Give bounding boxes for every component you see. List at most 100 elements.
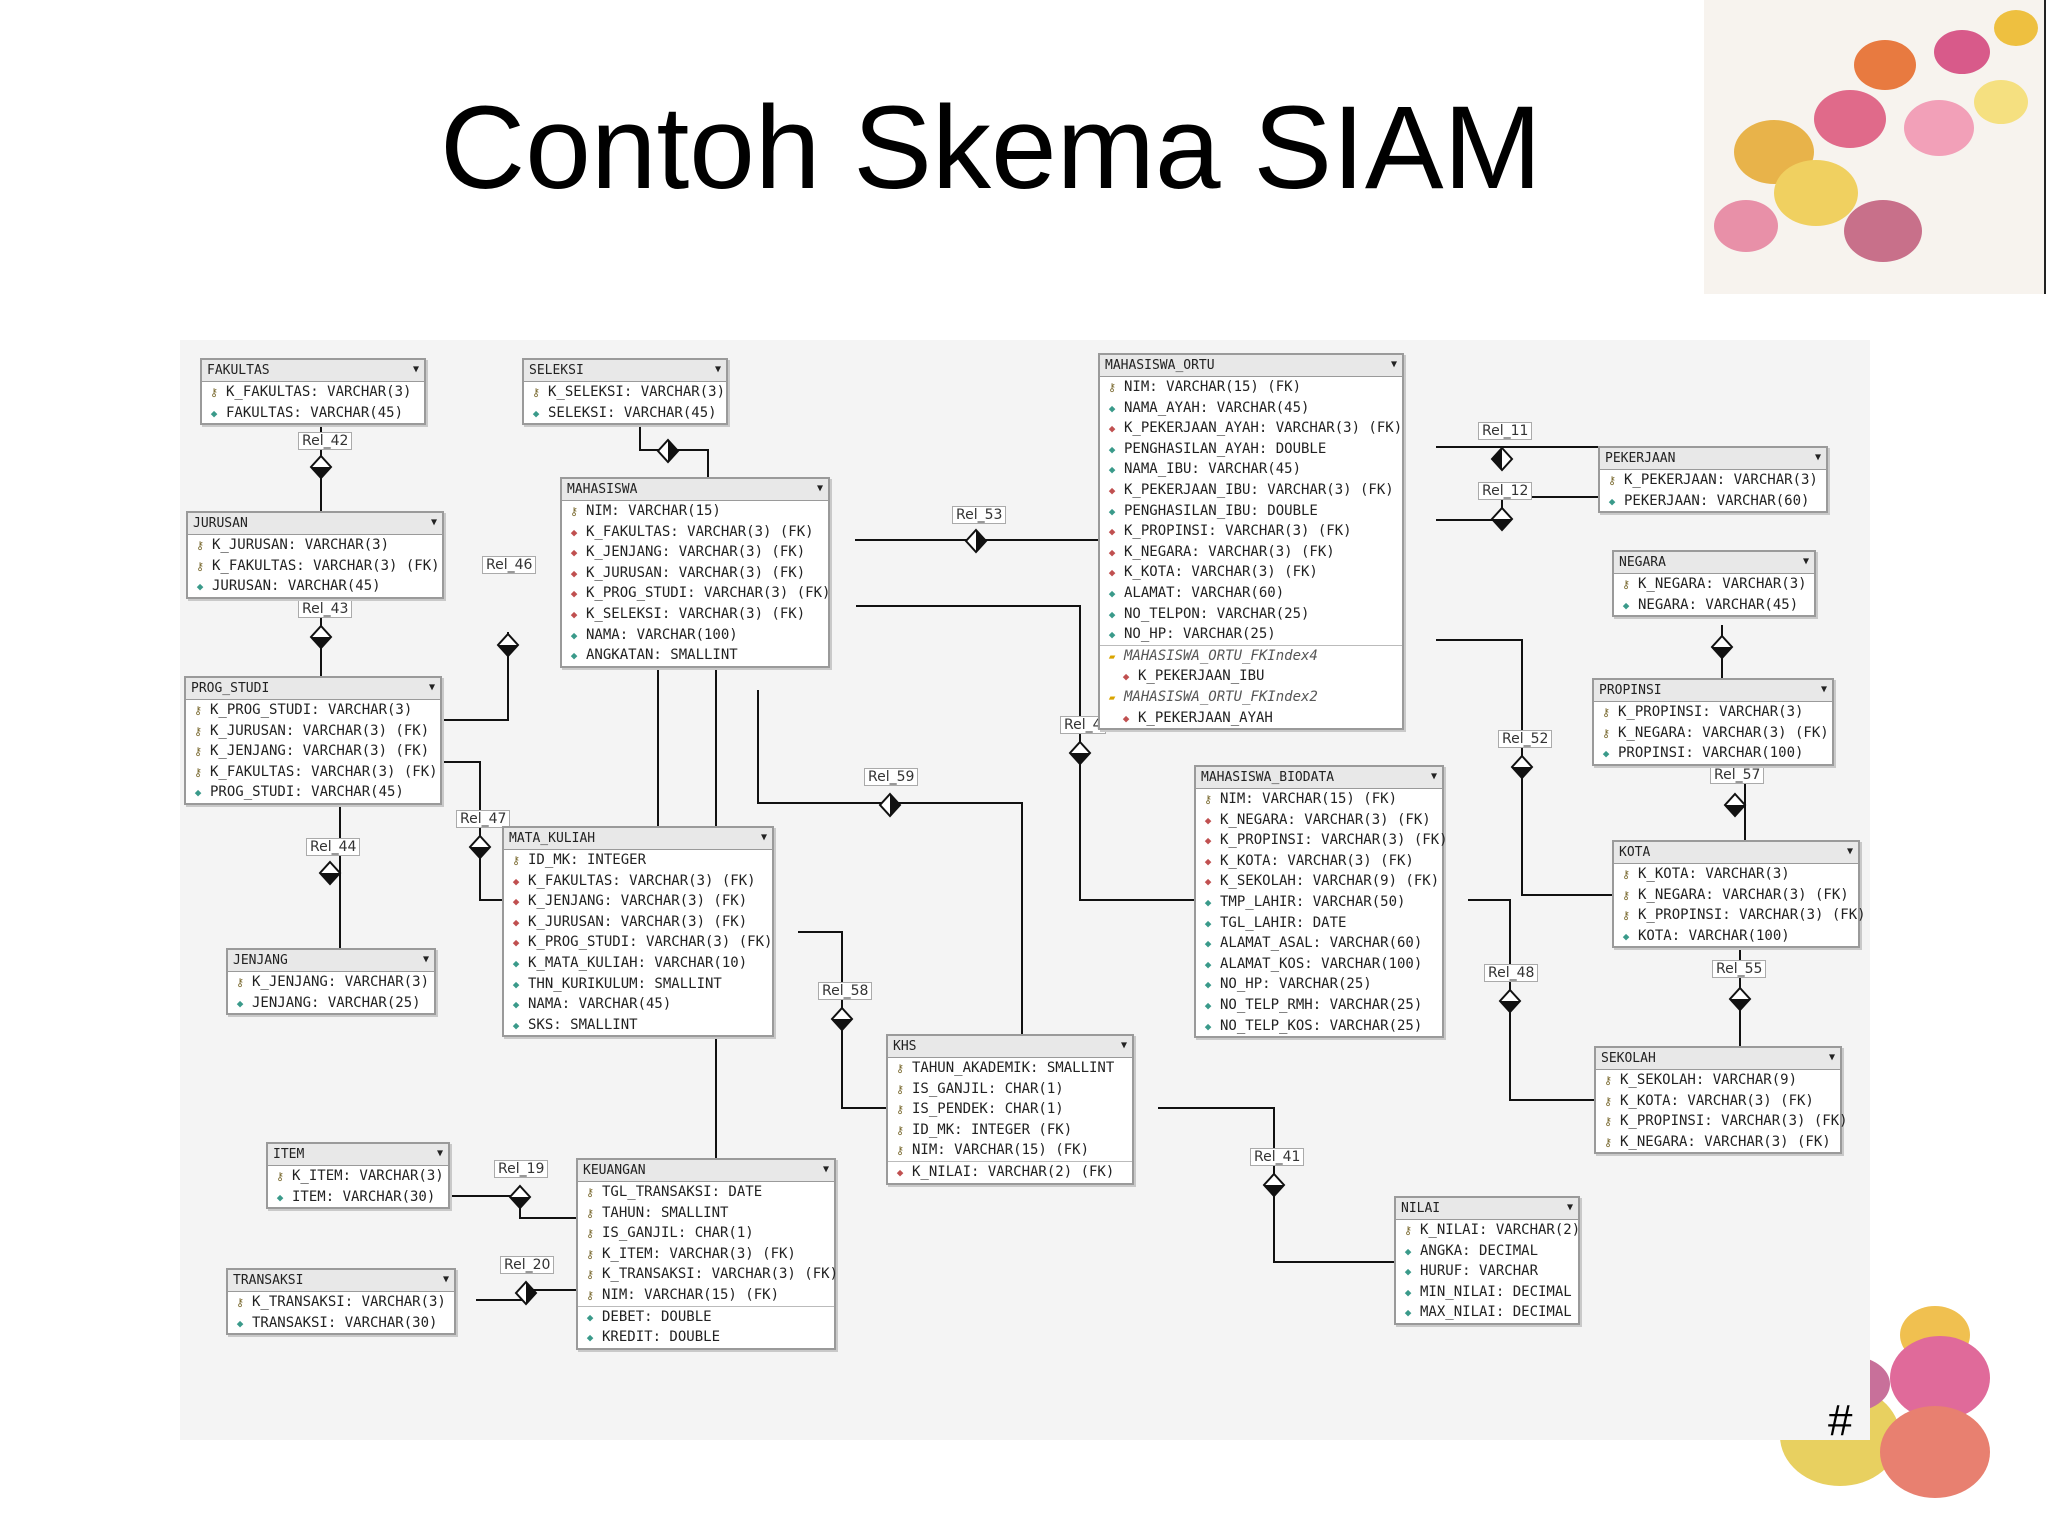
table-row[interactable]: ◆DEBET: DOUBLE xyxy=(578,1305,834,1328)
table-row[interactable]: ◆NO_TELP_RMH: VARCHAR(25) xyxy=(1196,995,1442,1016)
table-row[interactable]: ◆THN_KURIKULUM: SMALLINT xyxy=(504,974,772,995)
table-header[interactable]: MAHASISWA▼ xyxy=(562,479,828,501)
table-header[interactable]: SELEKSI▼ xyxy=(524,360,726,382)
table-header[interactable]: JURUSAN▼ xyxy=(188,513,442,535)
table-mahasiswa-ortu[interactable]: MAHASISWA_ORTU▼⚷NIM: VARCHAR(15) (FK)◆NA… xyxy=(1098,353,1404,731)
table-header[interactable]: PEKERJAAN▼ xyxy=(1600,448,1826,470)
table-mahasiswa[interactable]: MAHASISWA▼⚷NIM: VARCHAR(15)◆K_FAKULTAS: … xyxy=(560,477,830,668)
table-row[interactable]: ◆K_KOTA: VARCHAR(3) (FK) xyxy=(1100,562,1402,583)
table-row[interactable]: ◆NEGARA: VARCHAR(45) xyxy=(1614,595,1814,616)
table-fakultas[interactable]: FAKULTAS▼⚷K_FAKULTAS: VARCHAR(3)◆FAKULTA… xyxy=(200,358,426,426)
table-header[interactable]: NEGARA▼ xyxy=(1614,552,1814,574)
dropdown-arrow-icon[interactable]: ▼ xyxy=(822,1164,829,1175)
table-row[interactable]: ⚷K_JENJANG: VARCHAR(3) xyxy=(228,972,434,993)
table-row[interactable]: ◆K_PROG_STUDI: VARCHAR(3) (FK) xyxy=(562,583,831,604)
table-row[interactable]: ⚷K_PROPINSI: VARCHAR(3) (FK) xyxy=(1614,905,1866,926)
table-row[interactable]: ⚷K_PEKERJAAN: VARCHAR(3) xyxy=(1600,470,1826,491)
table-row[interactable]: ◆FAKULTAS: VARCHAR(45) xyxy=(202,403,424,424)
dropdown-arrow-icon[interactable]: ▼ xyxy=(422,954,429,965)
table-header[interactable]: MAHASISWA_ORTU▼ xyxy=(1100,355,1402,377)
table-row[interactable]: ◆NO_HP: VARCHAR(25) xyxy=(1100,624,1402,645)
table-row[interactable]: ⚷K_NEGARA: VARCHAR(3) xyxy=(1614,574,1814,595)
table-jenjang[interactable]: JENJANG▼⚷K_JENJANG: VARCHAR(3)◆JENJANG: … xyxy=(226,948,436,1016)
table-row[interactable]: ◆ALAMAT: VARCHAR(60) xyxy=(1100,583,1402,604)
table-header[interactable]: PROPINSI▼ xyxy=(1594,680,1832,702)
table-row[interactable]: ◆NO_TELPON: VARCHAR(25) xyxy=(1100,604,1402,625)
table-row[interactable]: ◆TRANSAKSI: VARCHAR(30) xyxy=(228,1313,454,1334)
table-mahasiswa-biodata[interactable]: MAHASISWA_BIODATA▼⚷NIM: VARCHAR(15) (FK)… xyxy=(1194,765,1448,1039)
table-row[interactable]: ◆K_PROPINSI: VARCHAR(3) (FK) xyxy=(1196,830,1448,851)
table-row[interactable]: ◆NAMA: VARCHAR(100) xyxy=(562,625,828,646)
table-row[interactable]: ▰MAHASISWA_ORTU_FKIndex2 xyxy=(1100,687,1402,708)
table-jurusan[interactable]: JURUSAN▼⚷K_JURUSAN: VARCHAR(3)⚷K_FAKULTA… xyxy=(186,511,444,599)
table-row[interactable]: ◆MAX_NILAI: DECIMAL xyxy=(1396,1302,1578,1323)
table-row[interactable]: ◆ANGKATAN: SMALLINT xyxy=(562,645,828,666)
dropdown-arrow-icon[interactable]: ▼ xyxy=(412,364,419,375)
table-item[interactable]: ITEM▼⚷K_ITEM: VARCHAR(3)◆ITEM: VARCHAR(3… xyxy=(266,1142,450,1210)
table-header[interactable]: TRANSAKSI▼ xyxy=(228,1270,454,1292)
dropdown-arrow-icon[interactable]: ▼ xyxy=(430,517,437,528)
table-row[interactable]: ⚷ID_MK: INTEGER xyxy=(504,850,772,871)
table-row[interactable]: ◆TGL_LAHIR: DATE xyxy=(1196,913,1442,934)
table-row[interactable]: ⚷NIM: VARCHAR(15) xyxy=(562,501,828,522)
table-sekolah[interactable]: SEKOLAH▼⚷K_SEKOLAH: VARCHAR(9)⚷K_KOTA: V… xyxy=(1594,1046,1848,1155)
dropdown-arrow-icon[interactable]: ▼ xyxy=(1120,1040,1127,1051)
table-row[interactable]: ⚷K_PROPINSI: VARCHAR(3) (FK) xyxy=(1596,1111,1848,1132)
table-row[interactable]: ◆K_PEKERJAAN_IBU xyxy=(1100,666,1402,687)
table-row[interactable]: ⚷K_NEGARA: VARCHAR(3) (FK) xyxy=(1596,1132,1840,1153)
table-row[interactable]: ⚷NIM: VARCHAR(15) (FK) xyxy=(578,1285,834,1306)
dropdown-arrow-icon[interactable]: ▼ xyxy=(1814,452,1821,463)
table-row[interactable]: ◆JURUSAN: VARCHAR(45) xyxy=(188,576,442,597)
table-header[interactable]: PROG_STUDI▼ xyxy=(186,678,440,700)
table-row[interactable]: ⚷K_TRANSAKSI: VARCHAR(3) xyxy=(228,1292,454,1313)
table-row[interactable]: ◆PROG_STUDI: VARCHAR(45) xyxy=(186,782,440,803)
table-negara[interactable]: NEGARA▼⚷K_NEGARA: VARCHAR(3)◆NEGARA: VAR… xyxy=(1612,550,1816,618)
table-khs[interactable]: KHS▼⚷TAHUN_AKADEMIK: SMALLINT⚷IS_GANJIL:… xyxy=(886,1034,1134,1185)
table-row[interactable]: ⚷K_TRANSAKSI: VARCHAR(3) (FK) xyxy=(578,1264,838,1285)
table-row[interactable]: ⚷IS_GANJIL: CHAR(1) xyxy=(578,1223,834,1244)
table-header[interactable]: KHS▼ xyxy=(888,1036,1132,1058)
dropdown-arrow-icon[interactable]: ▼ xyxy=(1846,846,1853,857)
table-transaksi[interactable]: TRANSAKSI▼⚷K_TRANSAKSI: VARCHAR(3)◆TRANS… xyxy=(226,1268,456,1336)
table-row[interactable]: ⚷NIM: VARCHAR(15) (FK) xyxy=(888,1140,1132,1161)
dropdown-arrow-icon[interactable]: ▼ xyxy=(816,483,823,494)
table-row[interactable]: ◆NAMA: VARCHAR(45) xyxy=(504,994,772,1015)
table-row[interactable]: ◆PEKERJAAN: VARCHAR(60) xyxy=(1600,491,1826,512)
table-row[interactable]: ◆PENGHASILAN_AYAH: DOUBLE xyxy=(1100,439,1402,460)
table-keuangan[interactable]: KEUANGAN▼⚷TGL_TRANSAKSI: DATE⚷TAHUN: SMA… xyxy=(576,1158,838,1350)
table-row[interactable]: ◆NO_HP: VARCHAR(25) xyxy=(1196,974,1442,995)
table-row[interactable]: ◆HURUF: VARCHAR xyxy=(1396,1261,1578,1282)
table-row[interactable]: ◆K_JENJANG: VARCHAR(3) (FK) xyxy=(562,542,828,563)
dropdown-arrow-icon[interactable]: ▼ xyxy=(1828,1052,1835,1063)
table-row[interactable]: ◆K_JURUSAN: VARCHAR(3) (FK) xyxy=(504,912,772,933)
table-header[interactable]: MAHASISWA_BIODATA▼ xyxy=(1196,767,1442,789)
table-row[interactable]: ◆K_JURUSAN: VARCHAR(3) (FK) xyxy=(562,563,828,584)
table-row[interactable]: ◆K_PROG_STUDI: VARCHAR(3) (FK) xyxy=(504,932,773,953)
dropdown-arrow-icon[interactable]: ▼ xyxy=(760,832,767,843)
table-row[interactable]: ◆KOTA: VARCHAR(100) xyxy=(1614,926,1858,947)
table-row[interactable]: ◆NAMA_AYAH: VARCHAR(45) xyxy=(1100,398,1402,419)
table-row[interactable]: ◆K_SELEKSI: VARCHAR(3) (FK) xyxy=(562,604,828,625)
table-row[interactable]: ◆NO_TELP_KOS: VARCHAR(25) xyxy=(1196,1016,1442,1037)
dropdown-arrow-icon[interactable]: ▼ xyxy=(1820,684,1827,695)
table-row[interactable]: ▰MAHASISWA_ORTU_FKIndex4 xyxy=(1100,644,1402,667)
table-row[interactable]: ◆K_FAKULTAS: VARCHAR(3) (FK) xyxy=(504,871,772,892)
table-row[interactable]: ◆KREDIT: DOUBLE xyxy=(578,1327,834,1348)
table-row[interactable]: ⚷K_FAKULTAS: VARCHAR(3) (FK) xyxy=(188,556,442,577)
table-row[interactable]: ◆ALAMAT_KOS: VARCHAR(100) xyxy=(1196,954,1442,975)
table-row[interactable]: ⚷K_FAKULTAS: VARCHAR(3) xyxy=(202,382,424,403)
table-row[interactable]: ◆NAMA_IBU: VARCHAR(45) xyxy=(1100,459,1402,480)
table-row[interactable]: ⚷NIM: VARCHAR(15) (FK) xyxy=(1100,377,1402,398)
table-row[interactable]: ◆K_PEKERJAAN_AYAH: VARCHAR(3) (FK) xyxy=(1100,418,1402,439)
table-pekerjaan[interactable]: PEKERJAAN▼⚷K_PEKERJAAN: VARCHAR(3)◆PEKER… xyxy=(1598,446,1828,514)
dropdown-arrow-icon[interactable]: ▼ xyxy=(428,682,435,693)
table-header[interactable]: JENJANG▼ xyxy=(228,950,434,972)
table-header[interactable]: FAKULTAS▼ xyxy=(202,360,424,382)
table-row[interactable]: ◆K_MATA_KULIAH: VARCHAR(10) xyxy=(504,953,772,974)
dropdown-arrow-icon[interactable]: ▼ xyxy=(1390,359,1397,370)
table-row[interactable]: ◆K_SEKOLAH: VARCHAR(9) (FK) xyxy=(1196,871,1442,892)
table-row[interactable]: ⚷K_KOTA: VARCHAR(3) xyxy=(1614,864,1858,885)
table-row[interactable]: ⚷K_JURUSAN: VARCHAR(3) xyxy=(188,535,442,556)
table-row[interactable]: ⚷K_JENJANG: VARCHAR(3) (FK) xyxy=(186,741,440,762)
table-row[interactable]: ◆K_KOTA: VARCHAR(3) (FK) xyxy=(1196,851,1442,872)
